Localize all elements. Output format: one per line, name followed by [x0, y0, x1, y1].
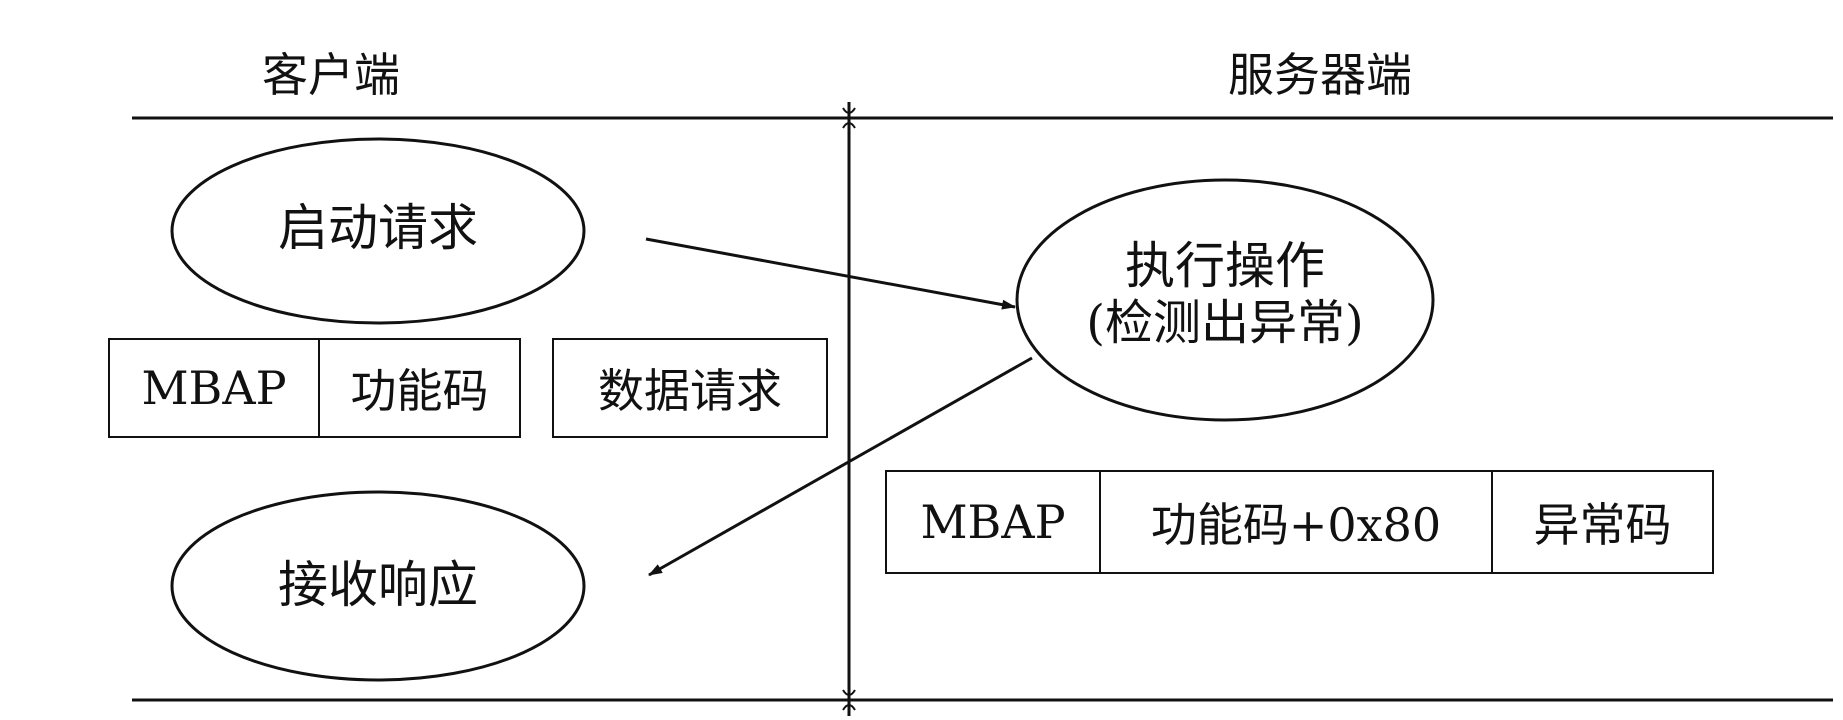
- exception-frame: MBAP 功能码+0x80 异常码: [885, 470, 1714, 574]
- execute-operation-line2: (检测出异常): [1086, 294, 1364, 351]
- client-heading: 客户端: [262, 48, 400, 102]
- execute-operation-ellipse: [1015, 178, 1435, 422]
- receive-response-label: 接收响应: [278, 556, 478, 614]
- divider-crossing-bottom: [842, 689, 856, 711]
- request-mbap-cell: MBAP: [141, 361, 287, 415]
- request-arrow: [645, 237, 1016, 310]
- request-function-code-cell: 功能码: [318, 340, 519, 436]
- exception-function-code-cell: 功能码+0x80: [1099, 472, 1491, 572]
- start-request-label: 启动请求: [278, 199, 478, 257]
- exception-code-cell: 异常码: [1491, 472, 1712, 572]
- server-heading: 服务器端: [1228, 48, 1412, 102]
- divider-crossing-top: [842, 107, 856, 129]
- exception-mbap-cell: MBAP: [920, 495, 1066, 549]
- request-frame-part1: MBAP 功能码: [108, 338, 521, 438]
- execute-operation-line1: 执行操作: [1125, 237, 1325, 295]
- request-data-cell: 数据请求: [598, 364, 782, 418]
- request-frame-part2: 数据请求: [552, 338, 828, 438]
- execute-operation-label: 执行操作 (检测出异常): [1075, 237, 1375, 351]
- receive-response-ellipse: [170, 490, 586, 682]
- start-request-ellipse: [170, 137, 586, 325]
- response-arrow: [648, 356, 1033, 577]
